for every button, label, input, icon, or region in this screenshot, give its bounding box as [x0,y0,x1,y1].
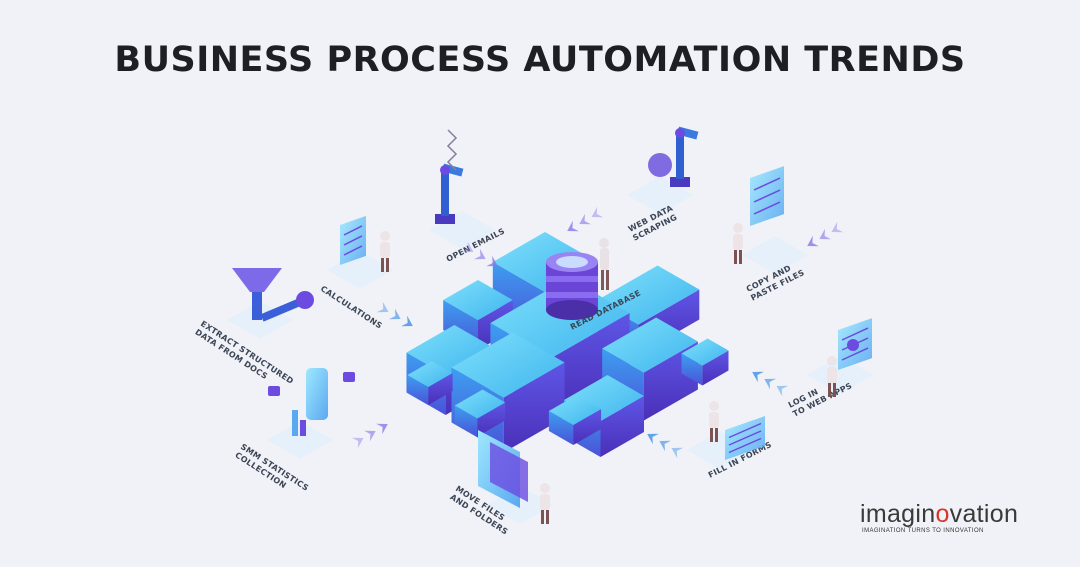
process-icons [232,126,872,524]
logo-wordmark: imaginovation [860,500,1019,528]
arrow-icon [351,423,388,449]
chat-bubble-icon [343,372,355,382]
robot-icon [540,483,550,524]
phone-icon [306,368,328,420]
user-icon [847,339,859,351]
central-block-9 [407,361,453,405]
form-screen-icon [725,416,765,460]
document-screen-icon [750,166,784,226]
stats-bar-icon [292,410,298,436]
arrow-icon [752,371,789,397]
central-block-cluster [406,232,729,457]
process-smm-statistics: SMM STATISTICSCOLLECTION [233,421,334,493]
page-title: BUSINESS PROCESS AUTOMATION TRENDS [114,40,966,80]
robot-icon [827,356,837,397]
robot-icon [733,223,743,264]
robot-arm-icon [670,126,699,187]
arrow-icon [647,433,684,459]
funnel-icon [232,268,282,292]
brand-logo: imaginovation IMAGINATION TURNS TO INNOV… [860,500,1060,534]
arrow-icon [376,301,413,327]
database-icon [546,252,598,320]
process-copy-paste-files: COPY ANDPASTE FILES [741,236,809,303]
label-calculations: CALCULATIONS [319,284,384,330]
robot-icon [380,231,390,272]
central-block-12 [454,389,506,437]
flow-arrows [351,206,844,459]
arrow-icon [807,221,844,247]
arrow-icon [461,241,498,267]
arrow-icon [567,206,604,232]
email-checks-icon [446,129,458,171]
central-block-11 [548,395,602,445]
logo-tagline: IMAGINATION TURNS TO INNOVATION [862,528,984,534]
globe-icon [648,153,672,177]
robot-arm-icon [435,163,464,224]
central-block-8 [681,338,729,386]
calculator-screen-icon [340,215,366,265]
process-extract-structured-data: EXTRACT STRUCTUREDDATA FROM DOCS [193,301,295,394]
database-robot-icon [599,238,609,290]
robot-icon [709,401,719,442]
label-extract-structured-data: EXTRACT STRUCTUREDDATA FROM DOCS [193,319,295,394]
